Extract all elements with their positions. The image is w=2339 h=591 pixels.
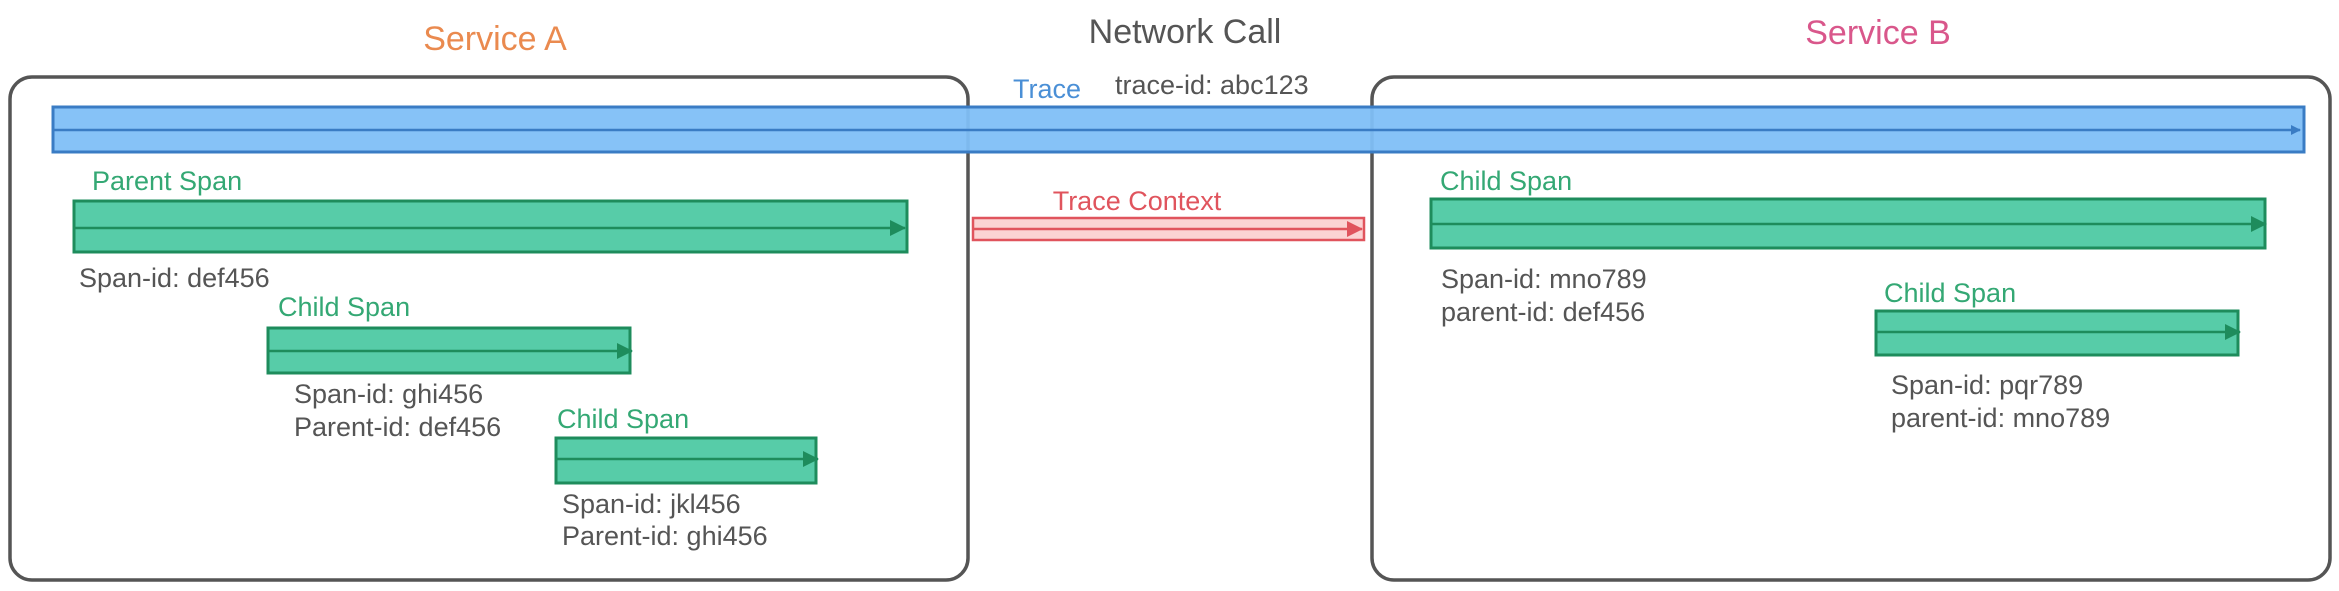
network-call-title: Network Call [1089, 13, 1282, 51]
child-span-b2-id: Span-id: pqr789 [1891, 370, 2083, 400]
child-span-a2-id: Span-id: jkl456 [562, 489, 741, 519]
trace-id: trace-id: abc123 [1115, 70, 1309, 100]
parent-span-id: Span-id: def456 [79, 263, 270, 293]
child-span-a2-parent-id: Parent-id: ghi456 [562, 521, 768, 551]
child-span-b2-bar [1874, 309, 2241, 357]
child-span-a2-bar [554, 436, 819, 485]
child-span-a1-bar [266, 326, 633, 375]
parent-span-bar [72, 199, 909, 254]
service-b-title: Service B [1805, 14, 1951, 52]
child-span-b1-bar [1429, 197, 2267, 250]
service-a-title: Service A [423, 20, 567, 58]
child-span-a1-parent-id: Parent-id: def456 [294, 412, 501, 442]
child-span-a2-label: Child Span [557, 404, 689, 434]
service-a-box [8, 75, 970, 582]
child-span-a1-label: Child Span [278, 292, 410, 322]
child-span-b2-parent-id: parent-id: mno789 [1891, 403, 2110, 433]
parent-span-label: Parent Span [92, 166, 242, 196]
trace-context-label: Trace Context [1053, 186, 1222, 216]
child-span-b2-label: Child Span [1884, 278, 2016, 308]
trace-bar [51, 105, 2306, 154]
trace-label: Trace [1013, 74, 1081, 104]
trace-context-arrow [971, 216, 1366, 242]
child-span-b1-label: Child Span [1440, 166, 1572, 196]
child-span-b1-id: Span-id: mno789 [1441, 264, 1647, 294]
child-span-b1-parent-id: parent-id: def456 [1441, 297, 1645, 327]
child-span-a1-id: Span-id: ghi456 [294, 379, 483, 409]
service-b-box [1370, 75, 2332, 582]
